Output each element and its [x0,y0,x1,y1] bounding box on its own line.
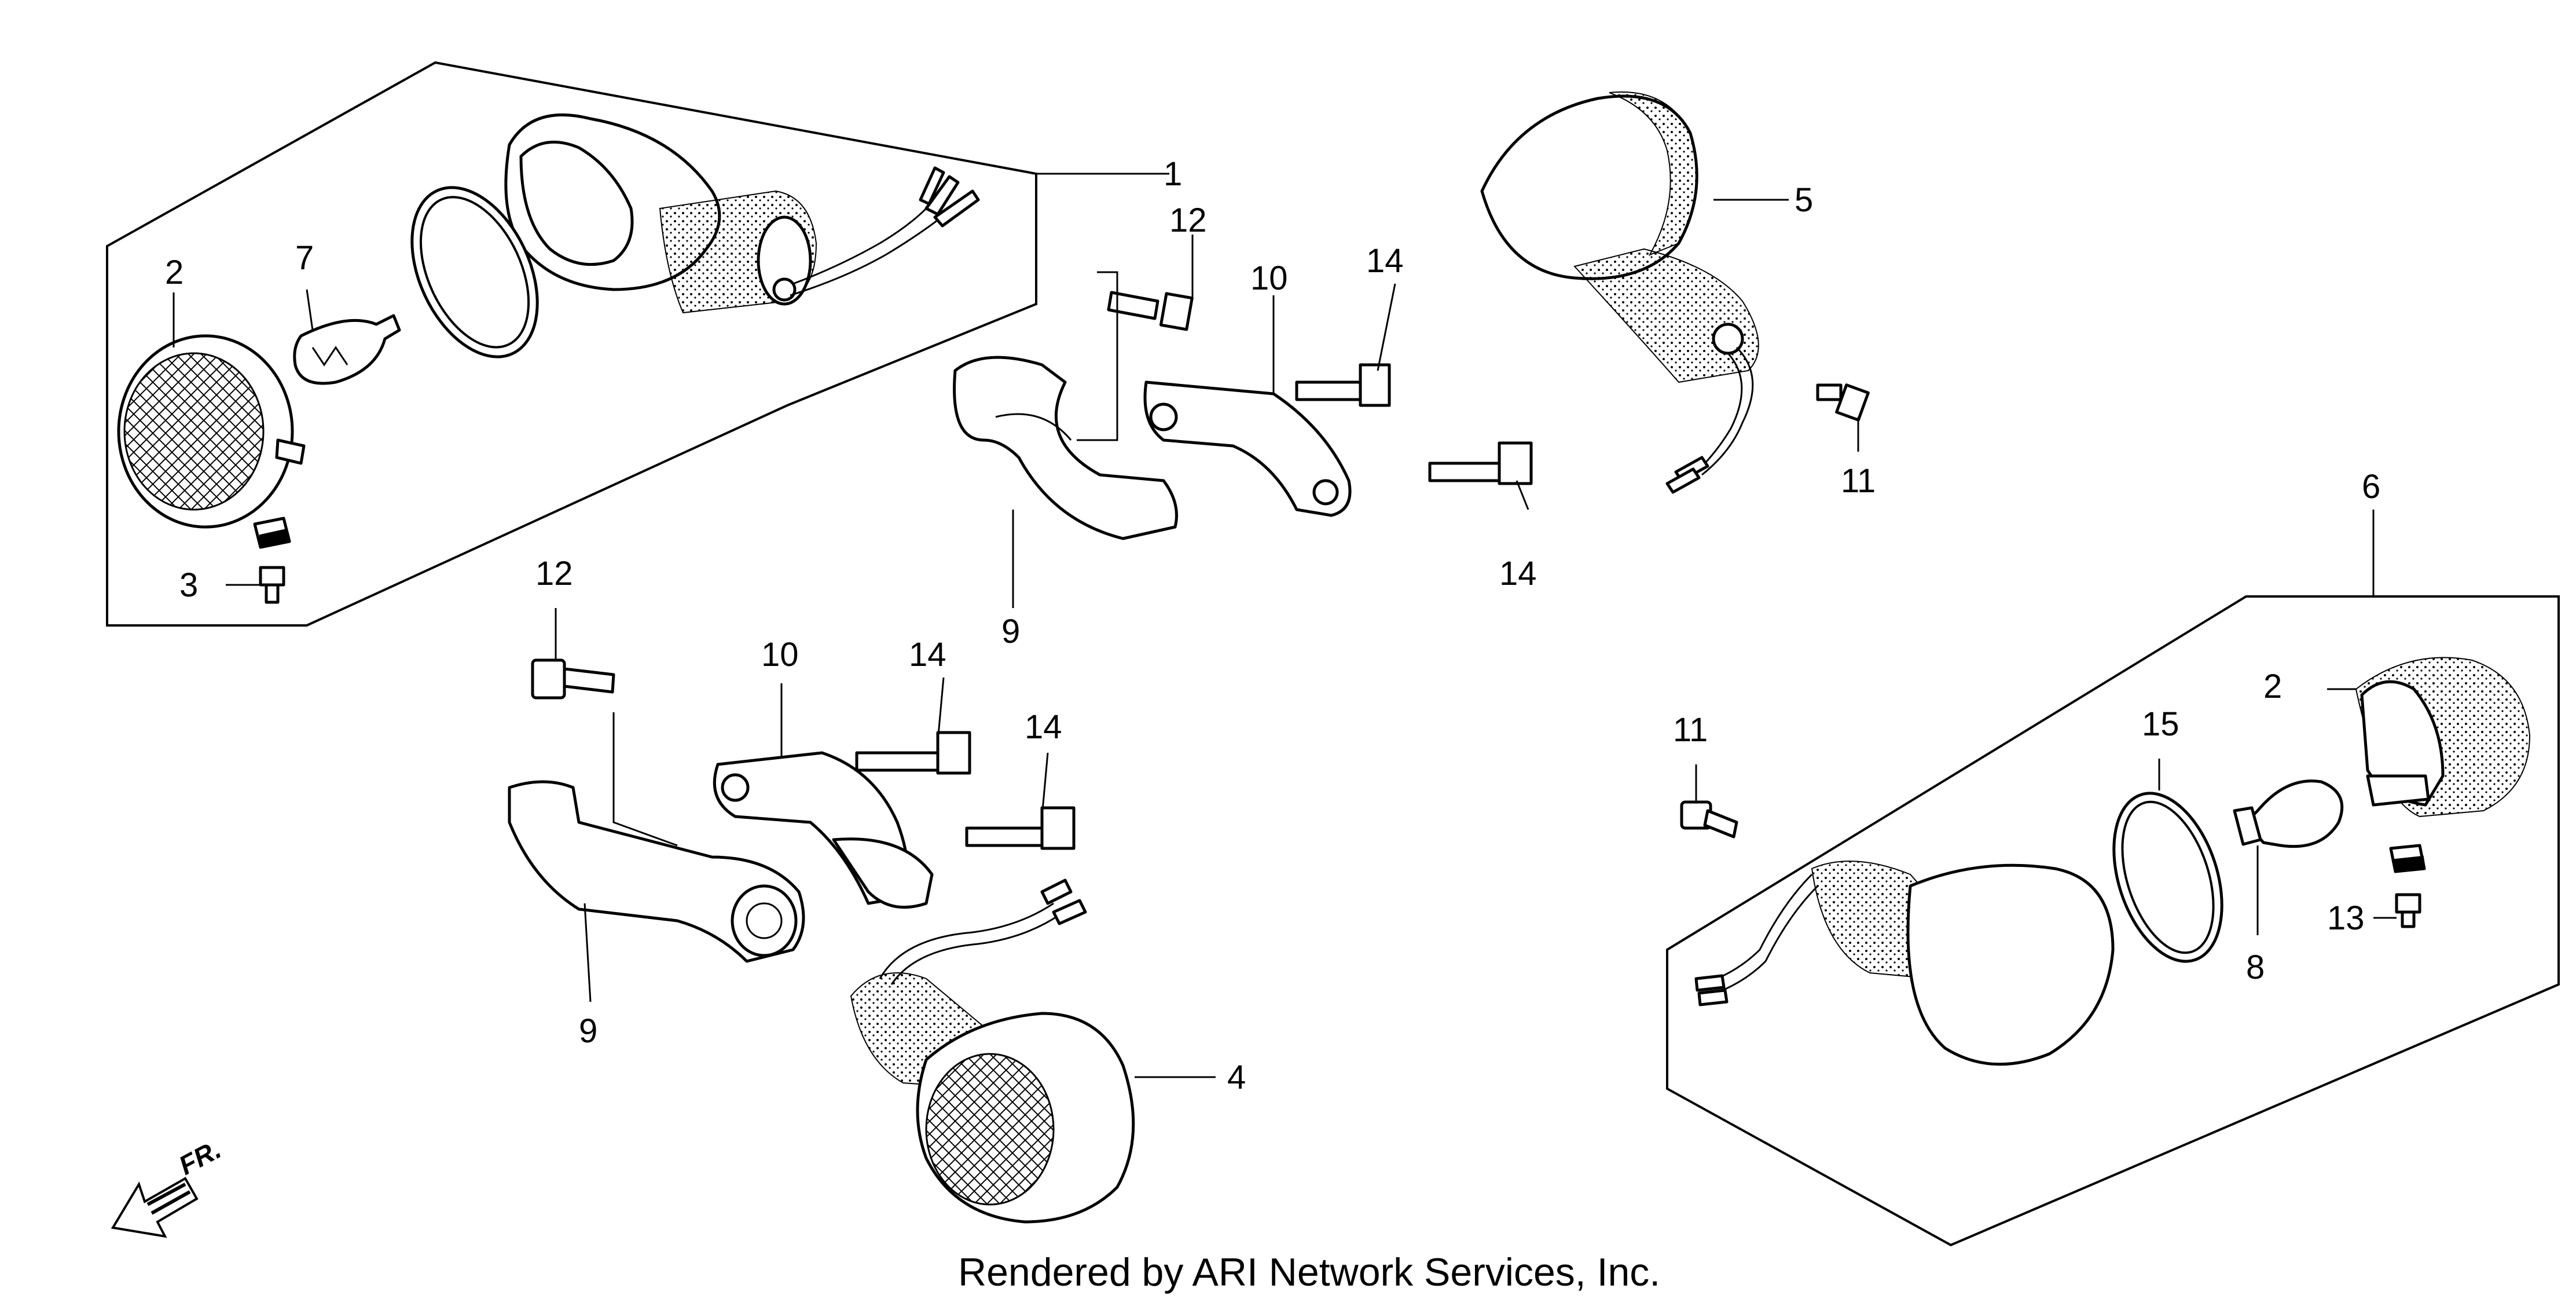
callout-14-lower-b: 14 [1025,708,1062,746]
bolt-part-14-lower-a [855,731,971,775]
callout-5: 5 [1795,181,1813,219]
bolt-part-14-upper-a [1295,363,1391,407]
callout-12-lower: 12 [535,555,573,592]
callout-13: 13 [2327,899,2365,937]
callout-15: 15 [2142,705,2179,743]
turn-signal-unit-part-4 [850,878,1135,1224]
callout-14-lower-a: 14 [909,636,946,673]
callout-11-upper: 11 [1841,462,1876,500]
callout-3: 3 [179,566,198,604]
bulb-part-8 [2233,779,2344,848]
front-direction-arrow: FR. [111,1134,226,1238]
callout-2-right: 2 [2263,668,2282,705]
bracket-part-10-upper [1143,380,1352,517]
clip-nut-left [253,517,291,549]
callout-1: 1 [1164,155,1182,193]
render-credit: Rendered by ARI Network Services, Inc. [958,1250,1660,1294]
turn-signal-unit-part-6 [1694,861,2115,1066]
callout-4: 4 [1227,1059,1246,1096]
assembly-frame-right [1666,595,2560,1247]
lens-part-2-left [117,334,306,529]
clip-nut-right [2389,844,2426,873]
callout-7: 7 [295,239,314,277]
bolt-part-14-lower-b [965,806,1076,850]
screw-part-11-upper [1816,383,1870,422]
callout-11-lower: 11 [1673,711,1708,749]
assembly-frame-left [106,61,1037,627]
bracket-part-9-lower [508,780,805,963]
callout-labels: 1 2 7 3 12 10 14 5 11 14 9 6 12 10 14 14… [165,155,2380,1096]
callout-9-upper: 9 [1001,613,1020,650]
callout-12-upper: 12 [1169,202,1207,239]
bracket-part-9-upper [953,356,1178,540]
screw-part-13 [2395,893,2421,928]
bulb-part-7 [293,314,401,385]
screw-part-11-lower [1680,800,1738,839]
callout-8: 8 [2246,949,2265,986]
rim-ring-left [410,186,539,358]
callout-2-left: 2 [165,254,184,291]
leader-lines [173,173,2397,1078]
direction-label: FR. [174,1134,226,1181]
callout-6: 6 [2362,468,2380,506]
callout-14-upper-b: 14 [1499,555,1537,592]
bolt-part-12-upper [1107,291,1194,331]
bolt-part-14-upper-b [1428,441,1533,485]
lens-part-2-right [2355,657,2531,818]
callout-14-upper-a: 14 [1366,242,1404,280]
callout-10-lower: 10 [761,636,799,673]
turn-signal-housing-part-1 [504,113,980,314]
callout-9-lower: 9 [579,1012,597,1050]
callout-10-upper: 10 [1250,259,1288,297]
bracket-part-10-lower [713,751,934,909]
turn-signal-unit-part-5 [1480,91,1759,494]
screw-part-3 [259,566,285,604]
bolt-part-12-lower [531,658,615,700]
rim-ring-part-15 [2112,792,2223,963]
